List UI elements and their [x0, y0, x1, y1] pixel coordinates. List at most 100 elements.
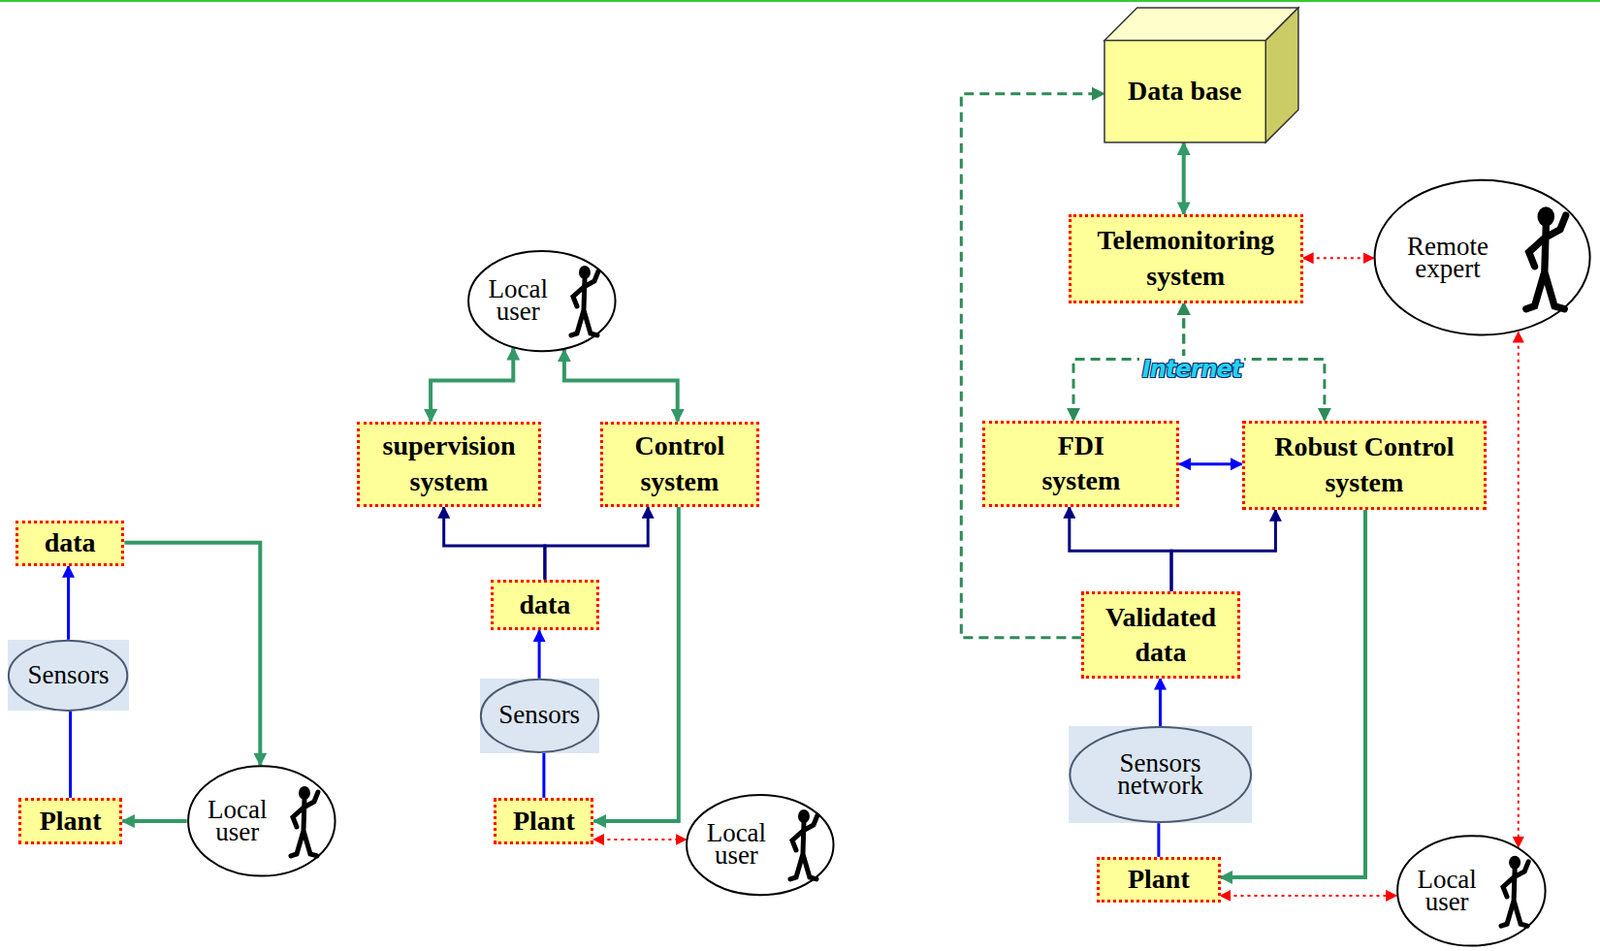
connector — [124, 543, 260, 766]
process-box: Robust Control system — [1242, 420, 1488, 512]
node-body: Plant — [496, 800, 591, 842]
process-box: Telemonitoring system — [1068, 214, 1304, 304]
ellipse-shape — [1069, 727, 1251, 823]
process-box: data — [490, 579, 600, 632]
node-label: Plant — [512, 803, 576, 839]
process-box: Plant — [18, 798, 123, 845]
figure-body — [571, 271, 599, 336]
ellipse-shape — [1375, 180, 1591, 336]
database-box: Data base — [1104, 7, 1299, 143]
connector — [68, 710, 72, 799]
connector — [1179, 462, 1242, 466]
node-body: Plant — [1099, 860, 1217, 900]
node-body: Local user — [467, 250, 617, 352]
user-figure — [565, 261, 605, 340]
node-label: Validated data — [1089, 600, 1231, 672]
node-label: Data base — [1127, 73, 1242, 109]
user-figure — [784, 805, 824, 884]
figure-body — [790, 815, 818, 880]
node-label: Sensors network — [1096, 752, 1225, 798]
actor-ellipse: Local user — [685, 794, 835, 896]
node-body: Plant — [21, 800, 120, 842]
node-label: supervision system — [365, 428, 532, 500]
user-figure — [1517, 197, 1575, 319]
database-cube — [1104, 7, 1299, 143]
connector — [1303, 256, 1375, 259]
node-body: supervision system — [359, 424, 538, 505]
connector — [122, 819, 187, 824]
connector — [564, 350, 678, 422]
node-body: Telemonitoring system — [1071, 217, 1301, 301]
connector — [960, 94, 1104, 639]
actor-ellipse: Local user — [1396, 834, 1547, 948]
connector — [1069, 507, 1172, 592]
connector — [1182, 142, 1186, 215]
top-rule — [0, 0, 1600, 2]
node-body: FDI system — [985, 423, 1177, 505]
connector — [1171, 510, 1276, 592]
connector — [1220, 895, 1397, 897]
node-label: Local user — [201, 799, 274, 844]
connector — [430, 348, 513, 422]
node-body: Sensors — [480, 678, 600, 754]
cube-top — [1104, 7, 1299, 41]
process-box: data — [15, 520, 126, 567]
connector — [538, 630, 542, 679]
connector — [1517, 332, 1520, 848]
node-label: data — [44, 525, 96, 561]
actor-ellipse: Local user — [467, 250, 617, 352]
sensor-ellipse: Sensors — [480, 678, 600, 754]
process-box: Plant — [1096, 857, 1220, 903]
process-box: Validated data — [1081, 591, 1240, 678]
node-body: Local user — [187, 765, 337, 878]
node-body: Local user — [685, 794, 835, 896]
ellipse-shape — [188, 766, 335, 876]
sensor-ellipse: Sensors — [7, 640, 128, 712]
node-label: Sensors — [27, 657, 109, 695]
process-box: FDI system — [982, 420, 1180, 508]
connector — [542, 753, 545, 799]
sensor-ellipse: Sensors network — [1068, 726, 1252, 824]
process-box: Control system — [600, 421, 760, 508]
node-body: Data base — [1104, 40, 1266, 143]
node-label: Local user — [1410, 868, 1483, 914]
figure-body — [1501, 861, 1529, 926]
node-label: Local user — [701, 822, 773, 867]
ellipse-shape — [8, 640, 128, 711]
node-label: Robust Control system — [1250, 429, 1479, 501]
node-label: Sensors — [498, 697, 580, 735]
actor-ellipse: Local user — [187, 765, 337, 878]
ellipse-shape — [1397, 835, 1546, 946]
process-box: Plant — [493, 798, 594, 845]
connector — [593, 838, 686, 841]
ellipse-shape — [480, 679, 598, 753]
cube-front — [1104, 40, 1266, 143]
node-body: Control system — [603, 424, 757, 505]
node-label: FDI system — [1022, 428, 1140, 500]
node-body: Remote expert — [1373, 178, 1592, 337]
connector — [66, 566, 70, 640]
connector — [593, 507, 678, 822]
node-label: data — [518, 587, 571, 623]
node-label: Plant — [39, 803, 102, 839]
node-body: Local user — [1396, 834, 1547, 948]
node-body: data — [18, 523, 123, 564]
connector — [1158, 678, 1162, 727]
connector — [1156, 823, 1160, 858]
node-label: Telemonitoring system — [1077, 223, 1295, 294]
user-figure — [285, 778, 324, 864]
actor-ellipse: Remote expert — [1373, 178, 1592, 337]
connector — [544, 507, 648, 580]
node-label: Plant — [1127, 862, 1190, 897]
node-body: Validated data — [1084, 594, 1237, 675]
user-figure — [1495, 848, 1535, 934]
ellipse-shape — [468, 251, 615, 352]
ellipse-shape — [686, 795, 833, 896]
node-body: data — [493, 582, 597, 629]
process-box: supervision system — [356, 421, 541, 508]
figure-body — [290, 792, 319, 857]
node-label: Remote expert — [1396, 235, 1499, 281]
node-body: Sensors — [7, 640, 128, 712]
figure-body — [1526, 215, 1567, 310]
node-body: Robust Control system — [1245, 423, 1485, 509]
